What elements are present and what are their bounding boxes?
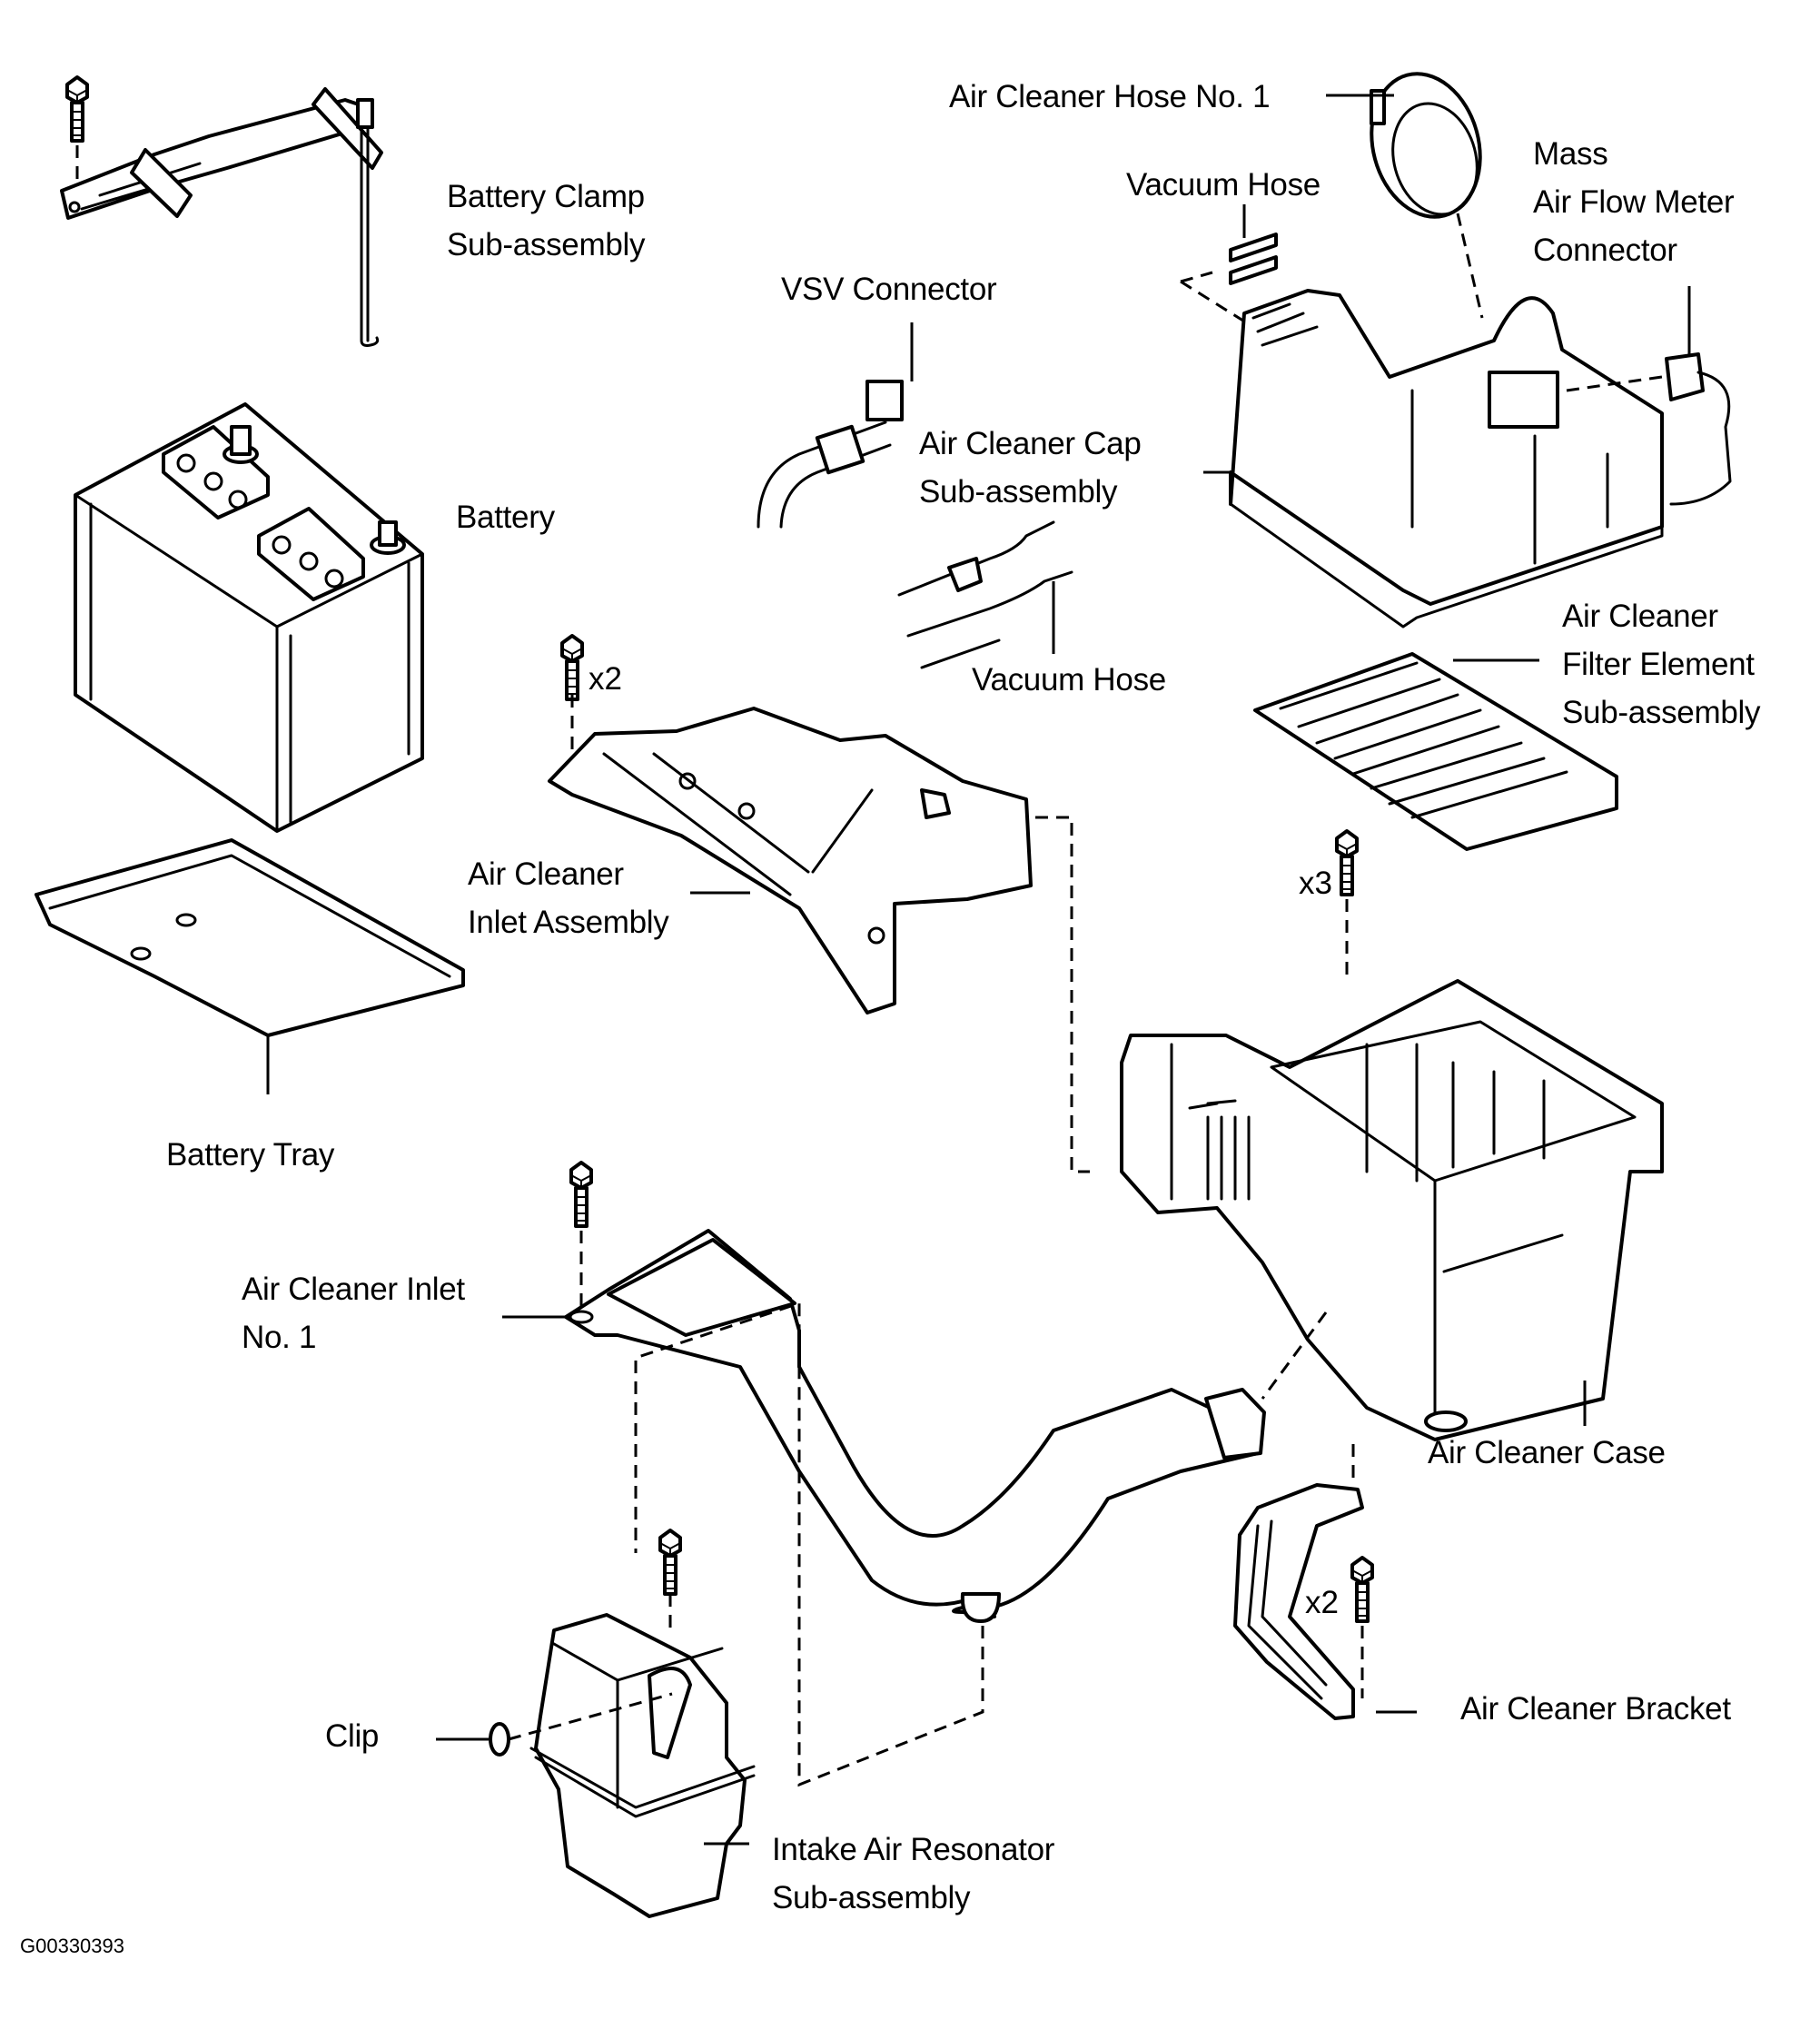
label-line: Vacuum Hose xyxy=(1126,167,1320,203)
label-line: Air Cleaner xyxy=(1562,599,1718,634)
vacuum-hose-top-part xyxy=(1180,204,1278,329)
label-line: Air Cleaner Case xyxy=(1428,1435,1666,1470)
inlet-no1-bolt-icon xyxy=(569,1161,593,1228)
label-line: Air Cleaner xyxy=(468,856,624,892)
label-line: Air Cleaner Cap xyxy=(919,426,1142,461)
label-line: Mass xyxy=(1533,136,1608,172)
label-air-cleaner-hose-no1: Air Cleaner Hose No. 1 xyxy=(949,73,1271,121)
label-line: Filter Element xyxy=(1562,647,1755,682)
label-vacuum-hose-top: Vacuum Hose xyxy=(1126,161,1320,209)
label-air-cleaner-inlet-assembly: Air Cleaner Inlet Assembly xyxy=(468,850,669,946)
label-line: Air Cleaner Hose No. 1 xyxy=(949,79,1271,114)
label-air-cleaner-case: Air Cleaner Case xyxy=(1428,1429,1666,1477)
air-cleaner-inlet-no1-part xyxy=(502,1161,1328,1787)
bracket-bolt-icon xyxy=(1350,1556,1374,1623)
label-air-cleaner-bracket: Air Cleaner Bracket xyxy=(1460,1685,1731,1733)
battery-clamp-part xyxy=(60,75,383,347)
label-air-cleaner-filter-element: Air Cleaner Filter Element Sub-assembly xyxy=(1562,592,1760,737)
battery-tray-part xyxy=(35,838,465,1094)
label-vacuum-hose-lower: Vacuum Hose xyxy=(972,656,1166,704)
qty-bracket-bolts: x2 xyxy=(1305,1585,1339,1620)
figure-id: G00330393 xyxy=(20,1935,124,1957)
label-line: Sub-assembly xyxy=(1562,695,1761,730)
label-battery-tray: Battery Tray xyxy=(166,1131,334,1179)
label-line: Clip xyxy=(325,1718,380,1754)
intake-air-resonator-part xyxy=(436,1529,756,1918)
label-battery: Battery xyxy=(456,493,555,541)
label-line: Sub-assembly xyxy=(919,474,1118,510)
vacuum-hose-lower-part xyxy=(897,520,1073,669)
label-line: Battery Tray xyxy=(166,1137,335,1173)
label-line: Air Cleaner Inlet xyxy=(242,1272,465,1307)
label-line: Battery xyxy=(456,500,555,535)
label-intake-air-resonator: Intake Air Resonator Sub-assembly xyxy=(772,1826,1054,1922)
battery-part xyxy=(74,402,424,833)
qty-case-bolts: x3 xyxy=(1299,866,1332,901)
air-cleaner-filter-element-part xyxy=(1253,652,1618,851)
vsv-connector-part xyxy=(757,322,914,529)
label-line: Vacuum Hose xyxy=(972,662,1166,698)
case-bolt-icon xyxy=(1335,829,1359,896)
resonator-screw-icon xyxy=(658,1529,682,1596)
air-cleaner-case-part xyxy=(1120,979,1664,1441)
label-mass-air-flow-meter-connector: Mass Air Flow Meter Connector xyxy=(1533,130,1735,274)
label-air-cleaner-inlet-no1: Air Cleaner Inlet No. 1 xyxy=(242,1265,465,1361)
label-line: Air Cleaner Bracket xyxy=(1460,1691,1731,1727)
label-line: Inlet Assembly xyxy=(468,905,669,940)
air-cleaner-bracket-part xyxy=(1233,1444,1417,1720)
label-clip: Clip xyxy=(325,1712,379,1760)
label-line: VSV Connector xyxy=(781,272,997,307)
air-cleaner-hose-part xyxy=(1326,72,1484,319)
label-line: Air Flow Meter xyxy=(1533,184,1735,220)
qty-inlet-assembly-bolts: x2 xyxy=(589,661,622,697)
air-cleaner-cap-part xyxy=(1203,286,1732,628)
label-line: Sub-assembly xyxy=(447,227,646,262)
label-line: No. 1 xyxy=(242,1320,317,1355)
label-vsv-connector: VSV Connector xyxy=(781,265,997,313)
label-air-cleaner-cap: Air Cleaner Cap Sub-assembly xyxy=(919,420,1142,516)
label-battery-clamp: Battery Clamp Sub-assembly xyxy=(447,173,645,269)
label-line: Battery Clamp xyxy=(447,179,645,214)
label-line: Connector xyxy=(1533,233,1677,268)
inlet-bolt-icon xyxy=(560,634,584,701)
label-line: Intake Air Resonator xyxy=(772,1832,1055,1867)
bolt-icon xyxy=(65,75,89,143)
label-line: Sub-assembly xyxy=(772,1880,971,1915)
air-cleaner-inlet-assembly-part xyxy=(548,634,1090,1173)
